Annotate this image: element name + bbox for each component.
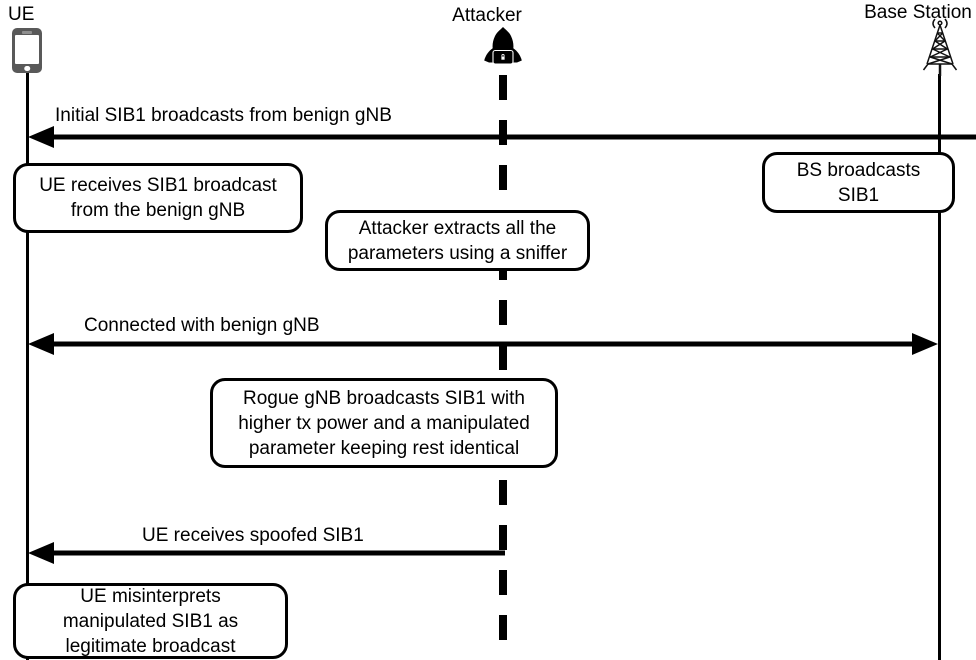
actor-label-attacker: Attacker: [452, 5, 522, 26]
phone-screen: [15, 35, 39, 64]
arrow-line: [48, 550, 505, 556]
arrow-line: [48, 134, 976, 140]
arrowhead-left-icon: [28, 542, 54, 564]
message-label-spoofed-sib1: UE receives spoofed SIB1: [142, 525, 364, 546]
note-ue-receives-sib1: UE receives SIB1 broadcast from the beni…: [13, 163, 303, 233]
note-bs-broadcasts-sib1: BS broadcasts SIB1: [762, 152, 955, 213]
phone-speaker: [22, 31, 32, 34]
note-rogue-gnb-broadcasts: Rogue gNB broadcasts SIB1 with higher tx…: [210, 378, 558, 468]
hacker-icon: [484, 27, 522, 65]
message-label-initial-sib1: Initial SIB1 broadcasts from benign gNB: [55, 105, 392, 126]
cell-tower-icon: [922, 18, 958, 76]
arrowhead-left-icon: [28, 333, 54, 355]
phone-home-button: [24, 65, 30, 71]
arrowhead-right-icon: [912, 333, 938, 355]
smartphone-icon: [12, 28, 42, 73]
message-arrow-connected: [28, 332, 938, 356]
note-ue-misinterprets: UE misinterprets manipulated SIB1 as leg…: [13, 583, 288, 659]
base-station-lifeline: [938, 74, 941, 660]
actor-label-ue: UE: [8, 4, 35, 25]
message-label-connected: Connected with benign gNB: [84, 315, 320, 336]
arrowhead-left-icon: [28, 126, 54, 148]
message-arrow-initial-sib1: [28, 125, 976, 149]
message-arrow-spoofed-sib1: [28, 541, 505, 565]
arrow-line: [48, 341, 918, 347]
attacker-lifeline: [499, 75, 507, 651]
ue-lifeline: [26, 72, 29, 660]
note-attacker-extracts: Attacker extracts all the parameters usi…: [325, 210, 590, 271]
actor-label-base-station: Base Station: [864, 2, 972, 23]
